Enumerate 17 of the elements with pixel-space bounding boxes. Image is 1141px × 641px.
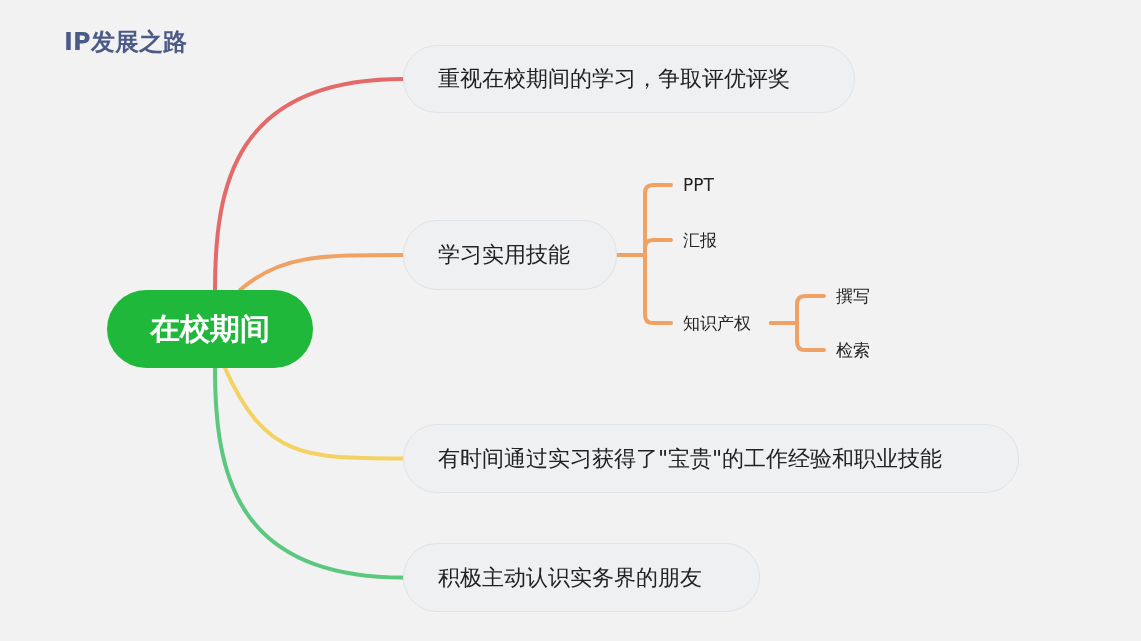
subtopic-label: 撰写 — [836, 284, 880, 308]
topic-box: 积极主动认识实务界的朋友 — [403, 543, 760, 612]
subtopic-label: PPT — [683, 173, 733, 197]
topic-box: 学习实用技能 — [403, 220, 617, 290]
branch-line — [213, 77, 405, 292]
root-topic-pill: 在校期间 — [107, 290, 313, 368]
subtopic-label: 知识产权 — [683, 311, 763, 335]
branch-line — [238, 253, 405, 292]
subtopic-label: 检索 — [836, 338, 880, 362]
topic-box: 有时间通过实习获得了"宝贵"的工作经验和职业技能 — [403, 424, 1019, 493]
topic-box: 重视在校期间的学习，争取评优评奖 — [403, 45, 855, 113]
branch-line — [615, 253, 673, 325]
branch-line — [213, 366, 405, 580]
page-title: IP发展之路 — [64, 27, 187, 58]
branch-line — [769, 321, 826, 352]
subtopic-label: 汇报 — [683, 228, 727, 252]
branch-line — [223, 366, 405, 461]
